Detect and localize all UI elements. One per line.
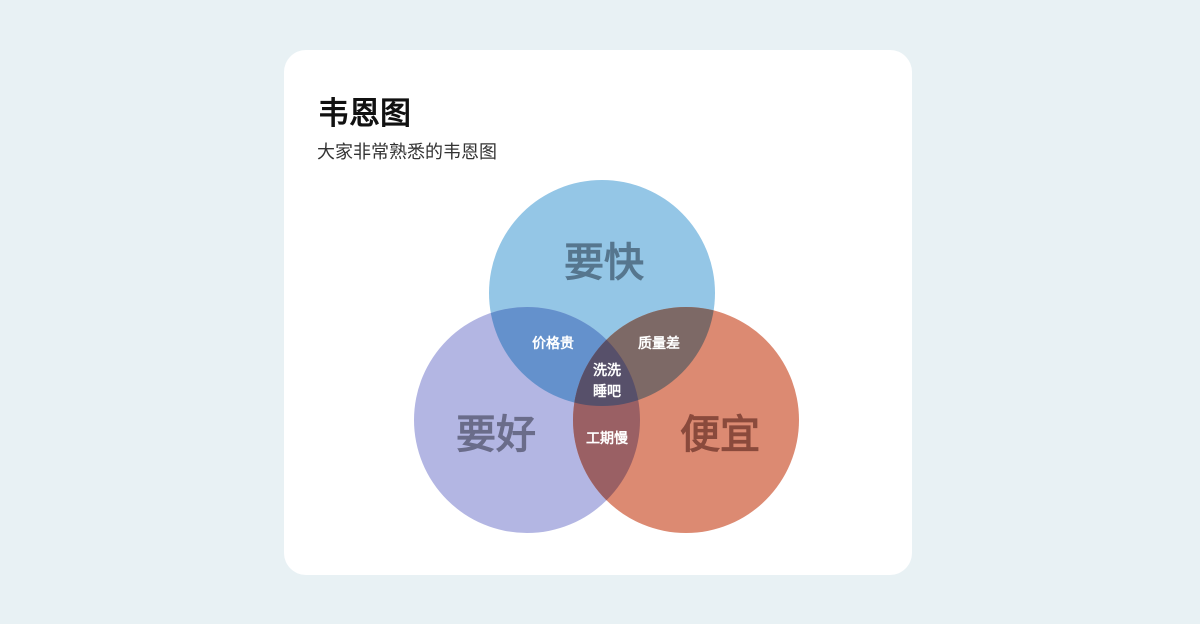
intersection-fast-cheap <box>573 307 715 406</box>
label-all-line2: 睡吧 <box>593 384 621 400</box>
label-good: 要好 <box>456 412 536 458</box>
page-subtitle: 大家非常熟悉的韦恩图 <box>317 142 497 163</box>
label-fast: 要快 <box>564 240 645 286</box>
label-all-line1: 洗洗 <box>593 362 621 379</box>
label-fast-cheap: 质量差 <box>638 335 680 352</box>
page-title: 韦恩图 <box>318 96 411 132</box>
intersection-fast-good <box>489 307 640 406</box>
label-good-cheap: 工期慢 <box>586 430 629 447</box>
label-fast-good: 价格贵 <box>532 335 574 352</box>
label-cheap: 便宜 <box>680 412 760 458</box>
